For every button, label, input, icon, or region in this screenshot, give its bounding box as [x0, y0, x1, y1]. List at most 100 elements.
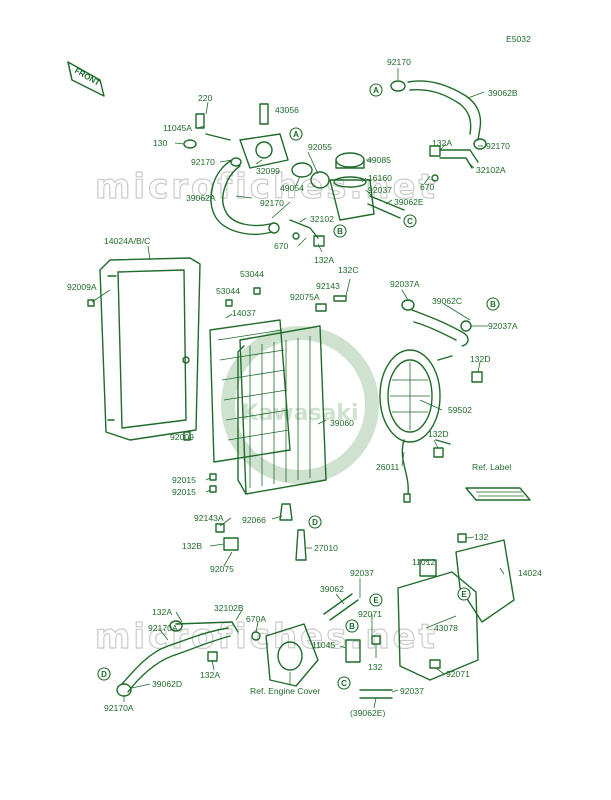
callout-32099: 32099: [256, 166, 280, 176]
callout-39062: 39062: [320, 584, 344, 594]
diagram-code: E5032: [506, 34, 531, 44]
callout-670a: 670A: [246, 614, 266, 624]
callout-39062e: 39062E: [394, 197, 424, 207]
callout-92037a-a: 92037A: [390, 279, 420, 289]
bolt-220: [195, 113, 205, 129]
callout-49085: 49085: [367, 155, 391, 165]
callout-92170a-a: 92170A: [148, 623, 178, 633]
callout-92066: 92066: [242, 515, 266, 525]
sensor-43056: [259, 103, 269, 125]
marker-b-2: B: [490, 300, 496, 309]
callout-32102: 32102: [310, 214, 334, 224]
screen-14037: [209, 319, 291, 463]
callout-92075: 92075: [210, 564, 234, 574]
callout-220: 220: [198, 93, 213, 103]
callout-132b: 132B: [182, 541, 202, 551]
front-badge-text: FRONT: [73, 66, 101, 88]
callout-670-mid: 670: [274, 241, 289, 251]
marker-c-2: C: [341, 679, 347, 688]
callout-39062a: 39062A: [186, 193, 216, 203]
watermark-layer: microfiches.net microfiches.net Kawasaki: [94, 166, 438, 657]
thermostat-cover-32099: [239, 133, 289, 169]
callout-59502: 59502: [448, 405, 472, 415]
callout-92170-top: 92170: [387, 57, 411, 67]
callout-27010: 27010: [314, 543, 338, 553]
pipe-32102b: [175, 621, 239, 633]
marker-a-2: A: [293, 130, 299, 139]
callout-132a-right: 132A: [432, 138, 452, 148]
callout-26011: 26011: [376, 462, 399, 472]
tank-cap-11012: [419, 559, 437, 577]
marker-e-1: E: [461, 590, 467, 599]
radiator-core-39060: [239, 325, 327, 495]
marker-a-1: A: [373, 86, 379, 95]
hose-39062d: [121, 627, 229, 685]
callout-132d-b: 132D: [428, 429, 449, 439]
marker-d-2: D: [101, 670, 107, 679]
callout-11045a: 11045A: [163, 123, 192, 133]
callout-11045: 11045: [312, 640, 335, 650]
callout-92009: 92009: [170, 432, 194, 442]
callout-92075a: 92075A: [290, 292, 320, 302]
callout-132d-a: 132D: [470, 354, 491, 364]
callout-92037-b: 92037: [350, 568, 374, 578]
callout-53044-a: 53044: [240, 269, 264, 279]
callout-92170-mid: 92170: [260, 198, 284, 208]
front-arrow-badge: FRONT: [67, 61, 105, 97]
parts-art: [87, 80, 531, 699]
callout-130: 130: [153, 138, 168, 148]
callout-92170a-b: 92170A: [104, 703, 134, 713]
callout-132a-mid: 132A: [314, 255, 334, 265]
callout-labels: 92170 39062B 220 43056 11045A 130 92170 …: [67, 57, 542, 718]
callout-92015-a: 92015: [172, 475, 196, 485]
fan-59502: [379, 349, 441, 443]
callout-92071-b: 92071: [446, 669, 470, 679]
callout-92037: 92037: [368, 185, 392, 195]
bracket-92066: [279, 503, 293, 521]
bolt-92009: [183, 431, 191, 441]
callout-132a-left: 132A: [152, 607, 172, 617]
callout-39060: 39060: [330, 418, 354, 428]
callout-132-b: 132: [368, 662, 383, 672]
leader-lines: [91, 68, 505, 709]
callout-43056: 43056: [275, 105, 299, 115]
callout-92037a-b: 92037A: [488, 321, 518, 331]
thermostat-49054: [291, 162, 313, 178]
ref-label-text: Ref. Label: [472, 462, 511, 472]
callout-43078: 43078: [434, 623, 458, 633]
cap-49085: [335, 152, 365, 168]
kawasaki-logo-ring: [221, 326, 379, 484]
callout-39062c: 39062C: [432, 296, 462, 306]
marker-b-1: B: [337, 227, 343, 236]
clamp-92170-top: [390, 80, 406, 92]
kawasaki-logo-text: Kawasaki: [241, 401, 358, 426]
pipe-32102: [289, 219, 319, 239]
callout-132: 132: [474, 532, 489, 542]
callout-92055: 92055: [308, 142, 332, 152]
wire-26011: [401, 439, 409, 495]
hose-39062-small: [323, 593, 353, 615]
callout-39062d: 39062D: [152, 679, 182, 689]
watermark-text-top: microfiches.net: [95, 167, 438, 207]
filler-neck-16160: [329, 179, 375, 221]
callout-53044-b: 53044: [216, 286, 240, 296]
callout-92009a: 92009A: [67, 282, 97, 292]
watermark-text-bottom: microfiches.net: [95, 617, 438, 657]
marker-e-2: E: [373, 596, 379, 605]
callout-92143a: 92143A: [194, 513, 224, 523]
cover-14024: [455, 539, 515, 623]
callout-670-right: 670: [420, 182, 435, 192]
callout-92170-right: 92170: [486, 141, 510, 151]
oring-92055: [310, 171, 330, 189]
callout-14037: 14037: [232, 308, 256, 318]
marker-d-1: D: [312, 518, 318, 527]
ref-engine-cover-text: Ref. Engine Cover: [250, 686, 320, 696]
pipe-32102a: [439, 149, 479, 163]
callout-132a-bottom: 132A: [200, 670, 220, 680]
callout-32102a: 32102A: [476, 165, 506, 175]
callout-92015-b: 92015: [172, 487, 196, 497]
hose-39062c: [411, 309, 469, 347]
callout-132c: 132C: [338, 265, 359, 275]
switch-27010: [295, 529, 307, 561]
callout-14024abc: 14024A/B/C: [104, 236, 150, 246]
